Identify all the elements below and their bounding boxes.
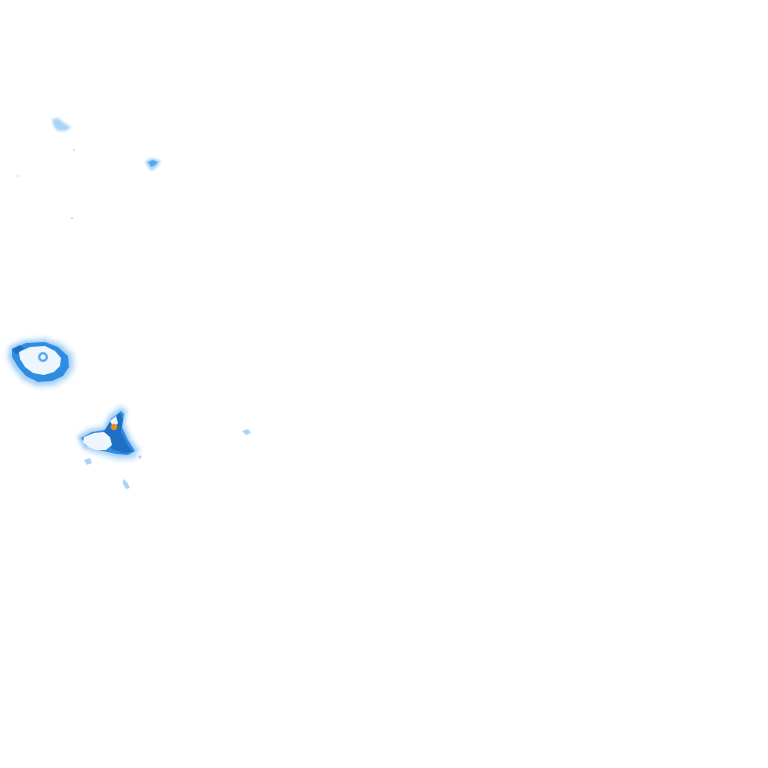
echo-cell-southwest-core — [76, 405, 142, 489]
echo-cell-north-small — [17, 118, 75, 219]
echo-cell-north-dot — [145, 158, 161, 171]
echo-cell-east-speck — [242, 429, 251, 435]
echo-cell-west-ring — [6, 337, 76, 388]
